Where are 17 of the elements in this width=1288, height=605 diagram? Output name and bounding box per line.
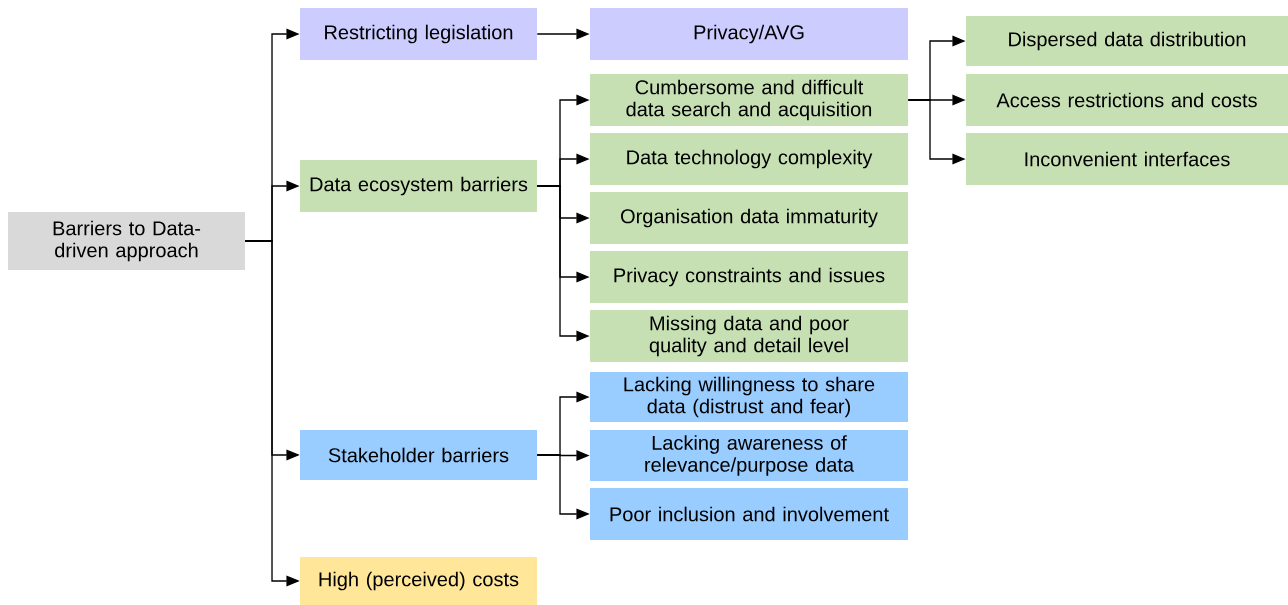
category-box: Lacking willingness to share data (distrust and fear) (590, 372, 908, 422)
category-box: High (perceived) costs (300, 557, 537, 605)
category-box: Missing data and poor quality and detail level (590, 310, 908, 362)
category-box: Stakeholder barriers (300, 430, 537, 480)
category-box: Access restrictions and costs (966, 74, 1288, 126)
category-box: Poor inclusion and involvement (590, 488, 908, 540)
category-box: Privacy/AVG (590, 8, 908, 60)
category-box: Inconvenient interfaces (966, 133, 1288, 185)
category-box: Data technology complexity (590, 133, 908, 185)
category-box: Dispersed data distribution (966, 16, 1288, 66)
category-box: Restricting legislation (300, 8, 537, 60)
category-box: Privacy constraints and issues (590, 251, 908, 303)
category-box: Data ecosystem barriers (300, 160, 537, 212)
category-box: Organisation data immaturity (590, 192, 908, 244)
category-box: Lacking awareness of relevance/purpose data (590, 430, 908, 481)
category-box: Barriers to Data-driven approach (8, 212, 245, 270)
category-box: Cumbersome and difficult data search and acquisition (590, 74, 908, 126)
